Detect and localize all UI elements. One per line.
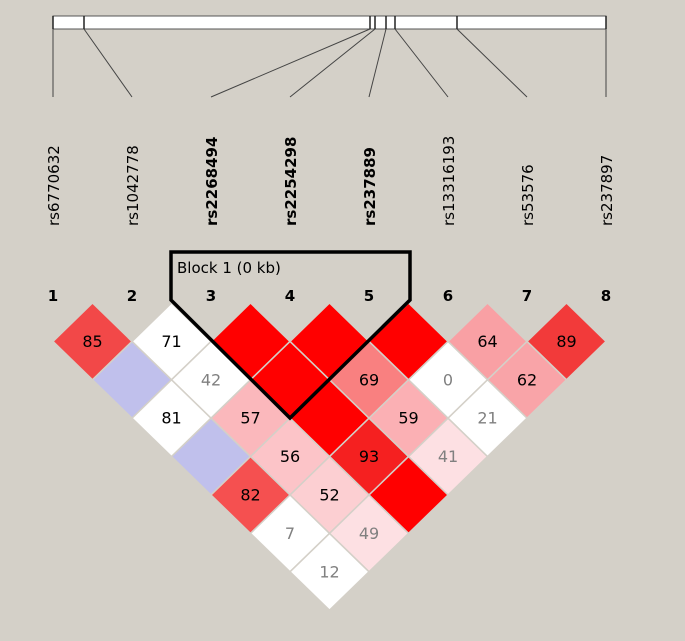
marker-name[interactable]: rs2254298 bbox=[282, 137, 300, 226]
ld-value: 0 bbox=[443, 370, 453, 389]
marker-number: 4 bbox=[285, 287, 295, 305]
ld-value: 56 bbox=[280, 447, 300, 466]
marker-name[interactable]: rs13316193 bbox=[440, 136, 458, 226]
chromosome-bar bbox=[52, 15, 607, 30]
block-outline[interactable] bbox=[169, 250, 412, 421]
marker-number: 1 bbox=[48, 287, 58, 305]
block-label: Block 1 (0 kb) bbox=[177, 259, 281, 277]
ld-cell[interactable]: 12 bbox=[288, 532, 371, 612]
marker-number: 6 bbox=[443, 287, 453, 305]
marker-number: 5 bbox=[364, 287, 374, 305]
ld-value: 62 bbox=[517, 370, 537, 389]
ld-value: 85 bbox=[82, 332, 102, 351]
ld-cell-diamond bbox=[288, 532, 371, 612]
ld-value: 71 bbox=[161, 332, 181, 351]
ld-value: 41 bbox=[438, 447, 458, 466]
marker-number: 3 bbox=[206, 287, 216, 305]
ld-value: 57 bbox=[240, 409, 260, 428]
marker-number: 7 bbox=[522, 287, 532, 305]
marker-numbers: 1 2 3 4 5 6 7 8 bbox=[48, 287, 611, 305]
chromosome-map bbox=[52, 15, 607, 98]
ld-value: 7 bbox=[285, 524, 295, 543]
ld-value: 82 bbox=[240, 486, 260, 505]
ld-value: 93 bbox=[359, 447, 379, 466]
ld-value: 52 bbox=[319, 486, 339, 505]
ld-value: 49 bbox=[359, 524, 379, 543]
marker-number: 8 bbox=[601, 287, 611, 305]
ld-value: 59 bbox=[398, 409, 418, 428]
marker-connector bbox=[368, 28, 387, 98]
ld-value: 12 bbox=[319, 562, 339, 581]
marker-name[interactable]: rs2268494 bbox=[203, 137, 221, 226]
ld-value: 42 bbox=[201, 370, 221, 389]
ld-value: 81 bbox=[161, 409, 181, 428]
marker-labels: rs6770632 rs1042778 rs2268494 rs2254298 rs23… bbox=[45, 136, 616, 226]
marker-number: 2 bbox=[127, 287, 137, 305]
ld-value: 64 bbox=[477, 332, 497, 351]
marker-connector bbox=[394, 28, 449, 98]
marker-name[interactable]: rs53576 bbox=[519, 164, 537, 226]
marker-connector bbox=[210, 28, 371, 98]
marker-connector bbox=[83, 28, 133, 98]
marker-name[interactable]: rs1042778 bbox=[124, 145, 142, 226]
ld-value: 89 bbox=[556, 332, 576, 351]
ld-value: 21 bbox=[477, 409, 497, 428]
haplotype-block[interactable]: Block 1 (0 kb) bbox=[169, 250, 412, 421]
marker-connector bbox=[456, 28, 528, 98]
marker-name[interactable]: rs237889 bbox=[361, 147, 379, 226]
marker-name[interactable]: rs6770632 bbox=[45, 145, 63, 226]
ld-matrix: 85 71 64 89 42 69 0 62 81 57 59 21 56 93 41 82 52 7 49 12 bbox=[51, 301, 608, 612]
ld-value: 69 bbox=[359, 370, 379, 389]
marker-connector bbox=[289, 28, 376, 98]
marker-name[interactable]: rs237897 bbox=[598, 155, 616, 226]
